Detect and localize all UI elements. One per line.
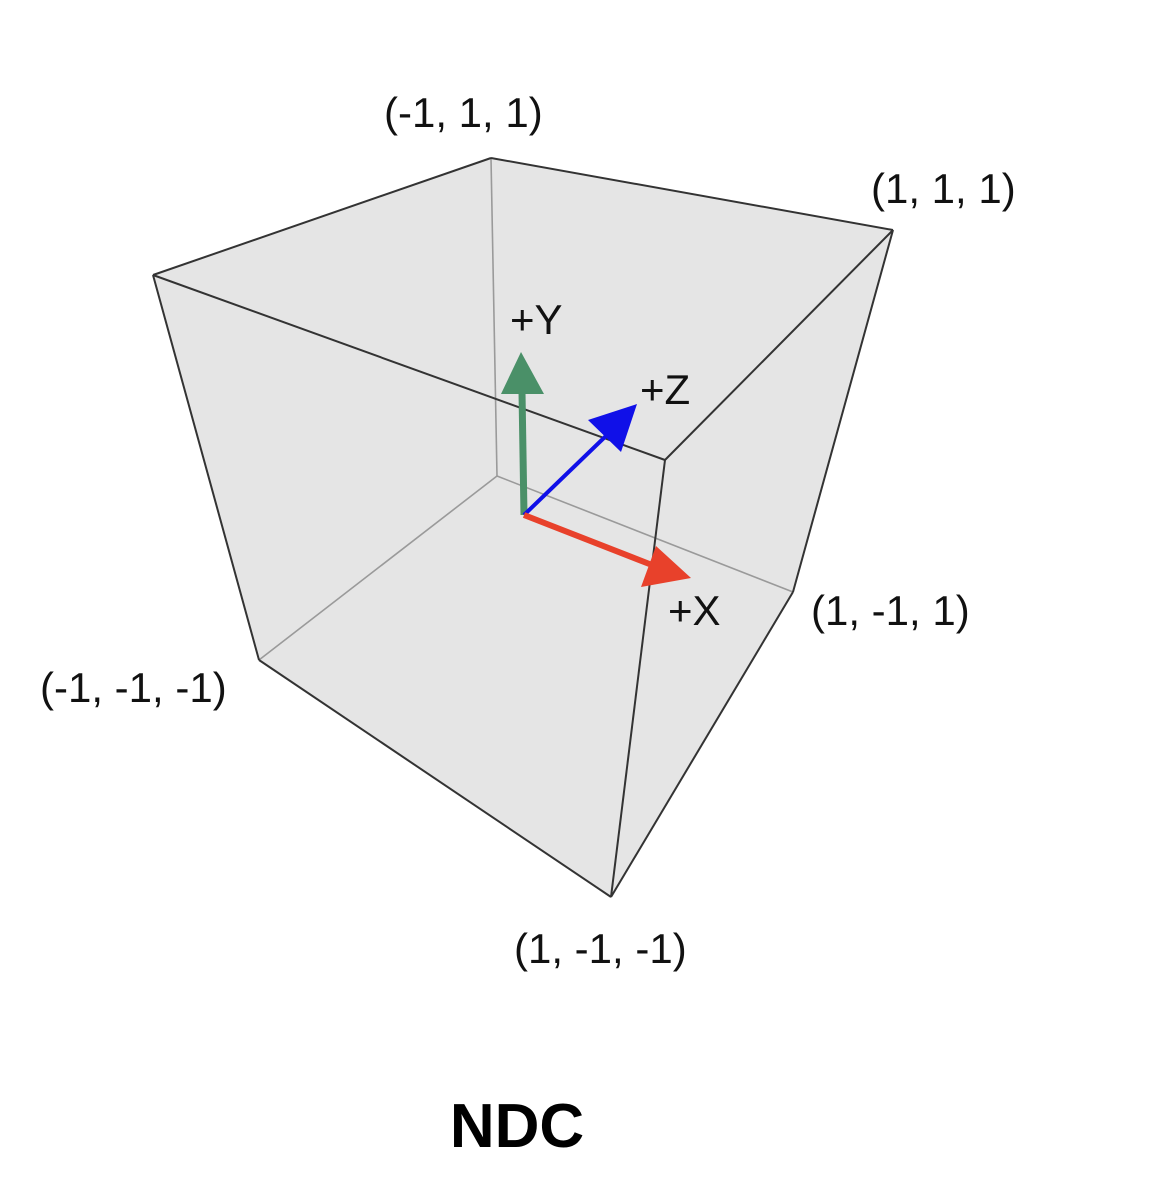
cube-edge-top-left <box>152 157 492 276</box>
axis-y-arrow <box>501 352 544 516</box>
cube-edge-top-right <box>490 157 894 231</box>
axis-y-head <box>501 352 544 394</box>
cube-edge-left-vertical <box>152 274 260 661</box>
axis-z-shaft <box>522 432 610 517</box>
axis-z-head <box>588 404 637 452</box>
axis-x-shaft <box>522 512 654 568</box>
cube-hidden-edge-vertical <box>490 157 498 477</box>
cube-edge-bottom-left <box>258 659 612 898</box>
axis-x-head <box>641 546 691 587</box>
corner-label-bottom-front: (1, -1, -1) <box>514 925 687 972</box>
axis-z-label: +Z <box>640 366 690 413</box>
cube-edge-right-top <box>664 229 894 461</box>
cube-edge-front-top <box>152 274 666 461</box>
axis-x-arrow <box>522 512 691 587</box>
corner-label-top-back-right: (1, 1, 1) <box>871 165 1016 212</box>
axis-y-label: +Y <box>510 296 563 343</box>
cube-edge-right-vertical <box>792 229 894 593</box>
axis-z-arrow <box>522 404 637 517</box>
corner-label-bottom-left: (-1, -1, -1) <box>40 664 227 711</box>
cube-hidden-edge-left <box>258 475 498 661</box>
cube-body <box>153 158 893 897</box>
cube-edge-bottom-right <box>610 591 794 898</box>
page-title: NDC <box>450 1092 584 1161</box>
cube-edge-front-vertical <box>610 459 666 898</box>
axis-y-shaft <box>518 391 528 516</box>
corner-label-top-back-left: (-1, 1, 1) <box>384 89 543 136</box>
axis-x-label: +X <box>668 587 721 634</box>
corner-label-bottom-right-back: (1, -1, 1) <box>811 587 970 634</box>
